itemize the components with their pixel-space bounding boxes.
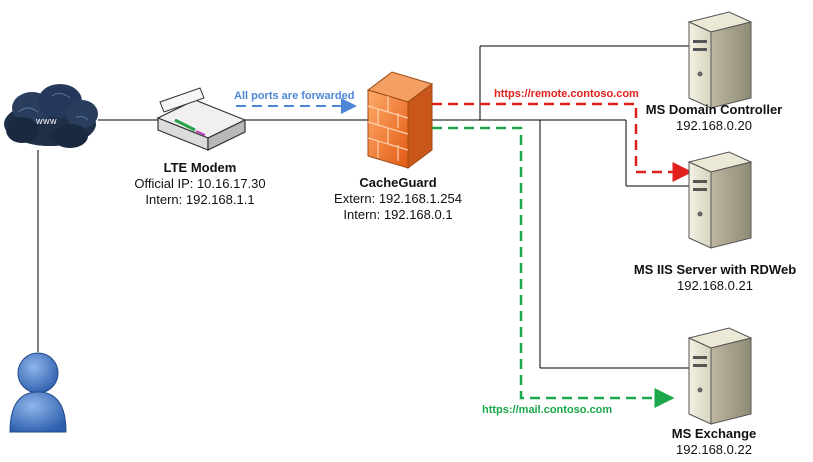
- server-dc-ip: 192.168.0.20: [676, 118, 752, 133]
- firewall-intern-ip: Intern: 192.168.0.1: [343, 207, 453, 222]
- lte-modem-icon: [156, 87, 247, 151]
- firewall-title: CacheGuard: [359, 175, 437, 190]
- flow-remote-label: https://remote.contoso.com: [494, 88, 639, 100]
- server-icon: [687, 151, 753, 249]
- flow-mail: [432, 126, 675, 408]
- firewall-extern-ip: Extern: 192.168.1.254: [334, 191, 462, 206]
- server-exchange-label: MS Exchange 192.168.0.22: [634, 426, 794, 458]
- firewall-label: CacheGuard Extern: 192.168.1.254 Intern:…: [318, 175, 478, 223]
- server-iis-title: MS IIS Server with RDWeb: [633, 262, 797, 277]
- flow-ports-label: All ports are forwarded: [234, 90, 355, 102]
- connection-lines: [37, 45, 690, 369]
- server-iis-label: MS IIS Server with RDWeb 192.168.0.21: [620, 262, 810, 294]
- modem-title: LTE Modem: [163, 160, 237, 175]
- server-exchange-ip: 192.168.0.22: [676, 442, 752, 457]
- server-dc-title: MS Domain Controller: [645, 102, 783, 117]
- internet-cloud-icon: [4, 84, 98, 148]
- internet-label: www: [36, 116, 57, 126]
- flow-mail-label: https://mail.contoso.com: [482, 404, 613, 416]
- modem-label: LTE Modem Official IP: 10.16.17.30 Inter…: [120, 160, 280, 208]
- modem-official-ip: Official IP: 10.16.17.30: [134, 176, 266, 191]
- server-exchange-title: MS Exchange: [671, 426, 757, 441]
- firewall-icon: [366, 71, 434, 169]
- user-icon: [9, 352, 67, 433]
- server-icon: [687, 327, 753, 425]
- server-iis-ip: 192.168.0.21: [677, 278, 753, 293]
- modem-intern-ip: Intern: 192.168.1.1: [145, 192, 255, 207]
- server-icon: [687, 11, 753, 109]
- server-dc-label: MS Domain Controller 192.168.0.20: [624, 102, 804, 134]
- flow-remote: [432, 102, 693, 182]
